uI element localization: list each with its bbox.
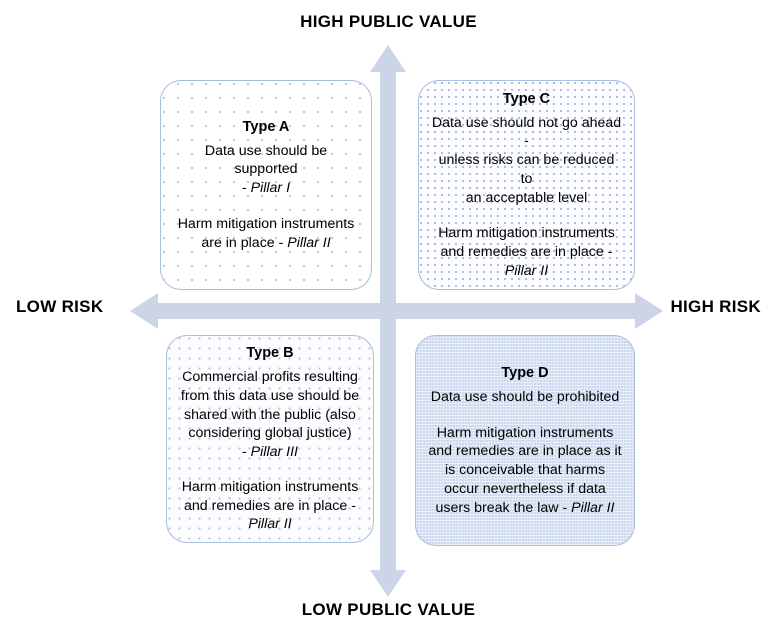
axis-label-high-risk: HIGH RISK <box>670 297 761 316</box>
arrow-down <box>370 304 406 597</box>
quadrant-c-body-1: Data use should not go ahead - unless ri… <box>431 114 622 208</box>
quadrant-d-pillar-2: Pillar II <box>571 499 615 516</box>
quadrant-a-line-3: Harm mitigation instruments <box>177 215 355 232</box>
quadrant-b-line-6: Harm mitigation instruments <box>181 478 359 495</box>
arrow-up <box>370 45 406 304</box>
quadrant-b-line-5-prefix: - <box>242 444 251 461</box>
quadrant-b-pillar-3: Pillar III <box>250 444 298 461</box>
quadrant-a-line-2-prefix: - <box>241 180 251 197</box>
quadrant-c-pillar: Pillar II <box>504 262 549 279</box>
quadrant-a-line-1: Data use should be supported <box>204 142 328 178</box>
axis-label-low-public-value: LOW PUBLIC VALUE <box>301 600 476 619</box>
arrow-right <box>388 293 663 329</box>
axis-label-low-risk: LOW RISK <box>16 297 104 316</box>
quadrant-a-body-2: Harm mitigation instruments are in place… <box>178 215 355 252</box>
quadrant-a-title: Type A <box>242 118 290 135</box>
quadrant-c-body-2: Harm mitigation instruments and remedies… <box>438 224 615 280</box>
quadrant-a-pillar-1: Pillar I <box>250 180 291 197</box>
quadrant-c-line-1: Data use should not go ahead - <box>431 114 622 150</box>
quadrant-b-line-1: Commercial profits resulting <box>182 369 358 386</box>
quadrant-d-line-4: is conceivable that harms <box>444 462 606 479</box>
quadrant-c-line-4: Harm mitigation instruments <box>438 225 615 242</box>
quadrant-b-line-4: considering global justice) <box>188 425 352 442</box>
quadrant-d-line-6-prefix: users break the law - <box>435 499 572 516</box>
quadrant-b-line-2: from this data use should be <box>180 387 360 404</box>
quadrant-type-a[interactable]: Type A Data use should be supported - Pi… <box>160 80 372 290</box>
quadrant-d-line-1: Data use should be prohibited <box>430 388 620 405</box>
quadrant-b-title: Type B <box>246 345 294 361</box>
quadrant-type-b[interactable]: Type B Commercial profits resulting from… <box>166 335 374 543</box>
quadrant-b-body-2: Harm mitigation instruments and remedies… <box>182 478 359 534</box>
quadrant-a-pillar-2: Pillar II <box>287 234 331 251</box>
quadrant-d-line-5: occur nevertheless if data <box>444 480 606 497</box>
arrow-left <box>130 293 388 329</box>
quadrant-b-line-3: shared with the public (also <box>184 406 356 423</box>
quadrant-c-title: Type C <box>502 90 551 107</box>
quadrant-d-line-2: Harm mitigation instruments <box>436 424 614 441</box>
quadrant-type-d[interactable]: Type D Data use should be prohibited Har… <box>415 335 635 546</box>
quadrant-a-line-4-prefix: are in place - <box>201 234 288 251</box>
quadrant-d-line-3: and remedies are in place as it <box>428 443 622 460</box>
quadrant-b-line-7: and remedies are in place - <box>184 497 356 514</box>
quadrant-d-title: Type D <box>501 364 549 381</box>
quadrant-c-line-3: an acceptable level <box>465 189 588 206</box>
quadrant-a-body-1: Data use should be supported - Pillar I <box>173 142 359 198</box>
quadrant-b-pillar-2: Pillar II <box>248 516 292 533</box>
axis-label-high-public-value: HIGH PUBLIC VALUE <box>300 12 477 31</box>
quadrant-b-body-1: Commercial profits resulting from this d… <box>181 368 359 462</box>
quadrant-d-body-2: Harm mitigation instruments and remedies… <box>428 424 621 518</box>
quadrant-type-c[interactable]: Type C Data use should not go ahead - un… <box>418 80 635 290</box>
quadrant-d-body-1: Data use should be prohibited <box>431 388 620 407</box>
quadrant-c-line-5: and remedies are in place - <box>440 244 613 261</box>
quadrant-c-line-2: unless risks can be reduced to <box>438 152 615 187</box>
